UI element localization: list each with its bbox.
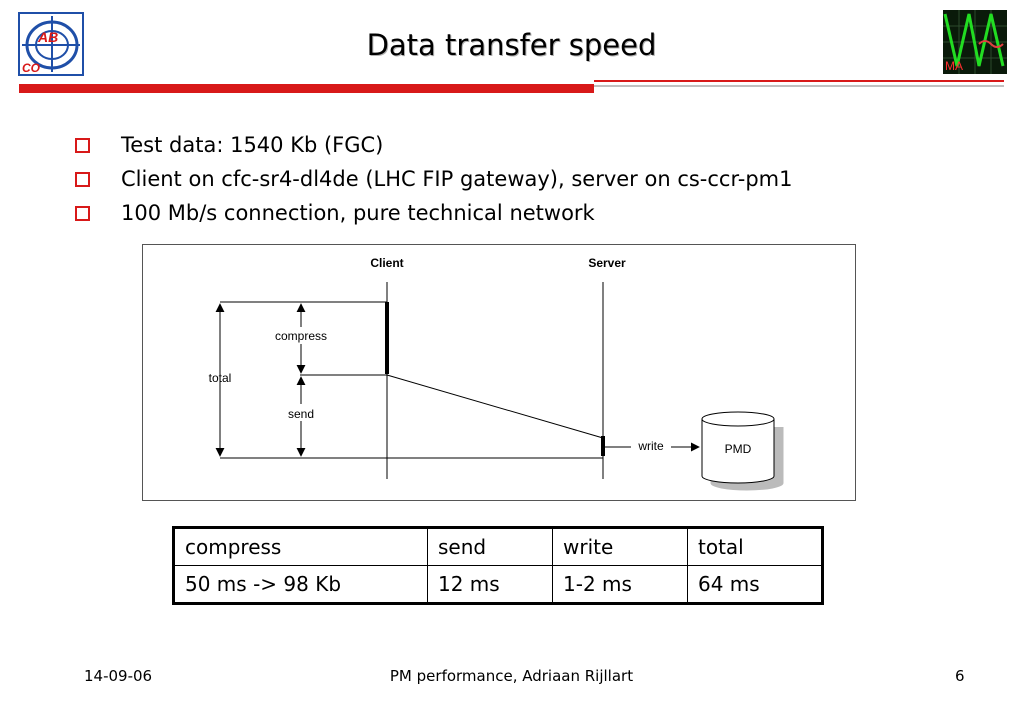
table-header-cell: compress	[173, 527, 428, 566]
compress-label: compress	[275, 329, 327, 343]
logo-ma-text: MA	[945, 59, 963, 73]
footer-date: 14-09-06	[84, 667, 153, 685]
table-row: 50 ms -> 98 Kb 12 ms 1-2 ms 64 ms	[173, 565, 823, 604]
ab-co-logo: AB CO	[18, 12, 84, 76]
total-label: total	[209, 371, 232, 385]
send-line	[386, 374, 604, 439]
pmd-label: PMD	[725, 442, 752, 456]
square-bullet-icon	[75, 206, 90, 221]
bullet-text: 100 Mb/s connection, pure technical netw…	[121, 201, 595, 225]
table-header-cell: total	[687, 527, 823, 566]
logo-ab-text: AB	[37, 29, 58, 45]
bullet-text: Client on cfc-sr4-dl4de (LHC FIP gateway…	[121, 167, 793, 191]
send-label: send	[288, 407, 314, 421]
page-number: 6	[955, 667, 965, 685]
bullet-item: 100 Mb/s connection, pure technical netw…	[72, 198, 793, 232]
table-header-cell: write	[552, 527, 688, 566]
bullet-list: Test data: 1540 Kb (FGC) Client on cfc-s…	[72, 130, 793, 232]
bullet-item: Test data: 1540 Kb (FGC)	[72, 130, 793, 164]
ma-logo: MA	[943, 10, 1007, 74]
compress-bar	[385, 302, 389, 374]
slide-title: Data transfer speed	[366, 28, 657, 62]
table-header-cell: send	[427, 527, 553, 566]
logo-co-text: CO	[22, 61, 41, 75]
table-header-row: compress send write total	[173, 527, 823, 566]
table-cell: 50 ms -> 98 Kb	[173, 565, 428, 604]
write-label: write	[637, 439, 664, 453]
square-bullet-icon	[75, 138, 90, 153]
bullet-item: Client on cfc-sr4-dl4de (LHC FIP gateway…	[72, 164, 793, 198]
table-cell: 12 ms	[427, 565, 553, 604]
client-label: Client	[370, 256, 403, 270]
table-cell: 1-2 ms	[552, 565, 688, 604]
timing-diagram: Client Server total compress send write …	[142, 244, 856, 501]
table-cell: 64 ms	[687, 565, 823, 604]
title-rule-thin	[594, 80, 1004, 82]
server-label: Server	[588, 256, 626, 270]
title-rule-gray	[594, 85, 1004, 87]
write-bar	[601, 436, 605, 456]
timing-table: compress send write total 50 ms -> 98 Kb…	[172, 526, 824, 605]
square-bullet-icon	[75, 172, 90, 187]
footer-center: PM performance, Adriaan Rijllart	[389, 667, 634, 685]
pmd-database-icon: PMD	[701, 411, 784, 491]
title-rule-red	[19, 84, 594, 93]
bullet-text: Test data: 1540 Kb (FGC)	[121, 133, 384, 157]
